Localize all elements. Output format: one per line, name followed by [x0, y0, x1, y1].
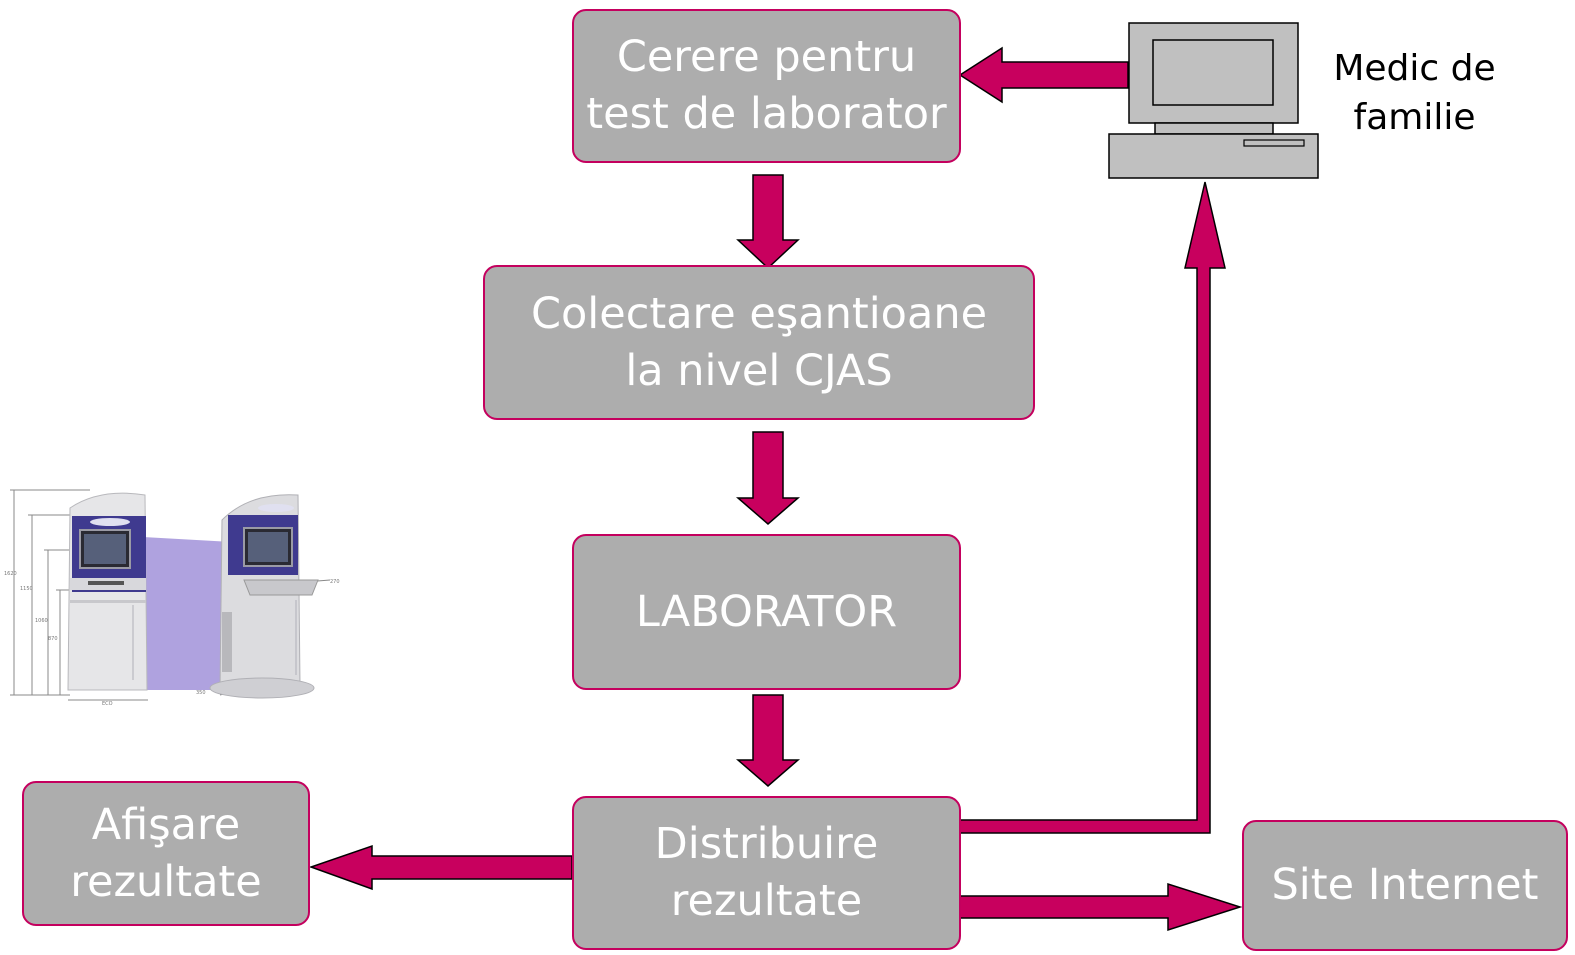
node-website-label: Site Internet — [1271, 860, 1539, 911]
node-distribution-line2: rezultate — [670, 876, 863, 926]
arrow-distribution-to-doctor — [959, 181, 1226, 834]
node-display: Afişare rezultate — [22, 781, 310, 926]
svg-text:1620: 1620 — [4, 571, 17, 577]
svg-text:350: 350 — [196, 690, 206, 696]
svg-text:870: 870 — [48, 636, 58, 642]
doctor-label-line2: familie — [1353, 96, 1476, 138]
node-display-line2: rezultate — [70, 856, 262, 907]
node-request-line2: test de laborator — [586, 89, 947, 139]
node-website: Site Internet — [1242, 820, 1568, 951]
doctor-label: Medic de familie — [1322, 45, 1507, 142]
computer-icon — [1108, 22, 1319, 179]
node-collection: Colectare eşantioane la nivel CJAS — [483, 265, 1035, 420]
arrows — [308, 46, 1243, 932]
node-laboratory: LABORATOR — [572, 534, 961, 690]
arrow-distribution-to-website — [959, 882, 1243, 932]
node-display-line1: Afişare — [91, 799, 241, 850]
kiosk-terminals-image: 1620 1150 1060 870 ECO 350 270 — [4, 489, 340, 707]
svg-text:1060: 1060 — [35, 618, 48, 624]
node-collection-line2: la nivel CJAS — [625, 345, 893, 396]
svg-text:270: 270 — [330, 579, 340, 585]
node-distribution: Distribuire rezultate — [572, 796, 961, 950]
arrow-request-to-collection — [736, 174, 800, 270]
node-collection-line1: Colectare eşantioane — [530, 288, 988, 339]
arrow-laboratory-to-distribution — [735, 694, 801, 787]
node-request-line1: Cerere pentru — [616, 32, 917, 83]
svg-text:ECO: ECO — [102, 701, 113, 707]
doctor-label-line1: Medic de — [1333, 48, 1496, 89]
arrow-doctor-to-request — [958, 46, 1129, 104]
node-laboratory-label: LABORATOR — [635, 586, 898, 637]
arrow-collection-to-laboratory — [735, 431, 801, 525]
svg-text:1150: 1150 — [20, 586, 33, 592]
node-distribution-line1: Distribuire — [654, 819, 879, 870]
node-request: Cerere pentru test de laborator — [572, 9, 961, 163]
arrow-distribution-to-display — [308, 844, 573, 891]
